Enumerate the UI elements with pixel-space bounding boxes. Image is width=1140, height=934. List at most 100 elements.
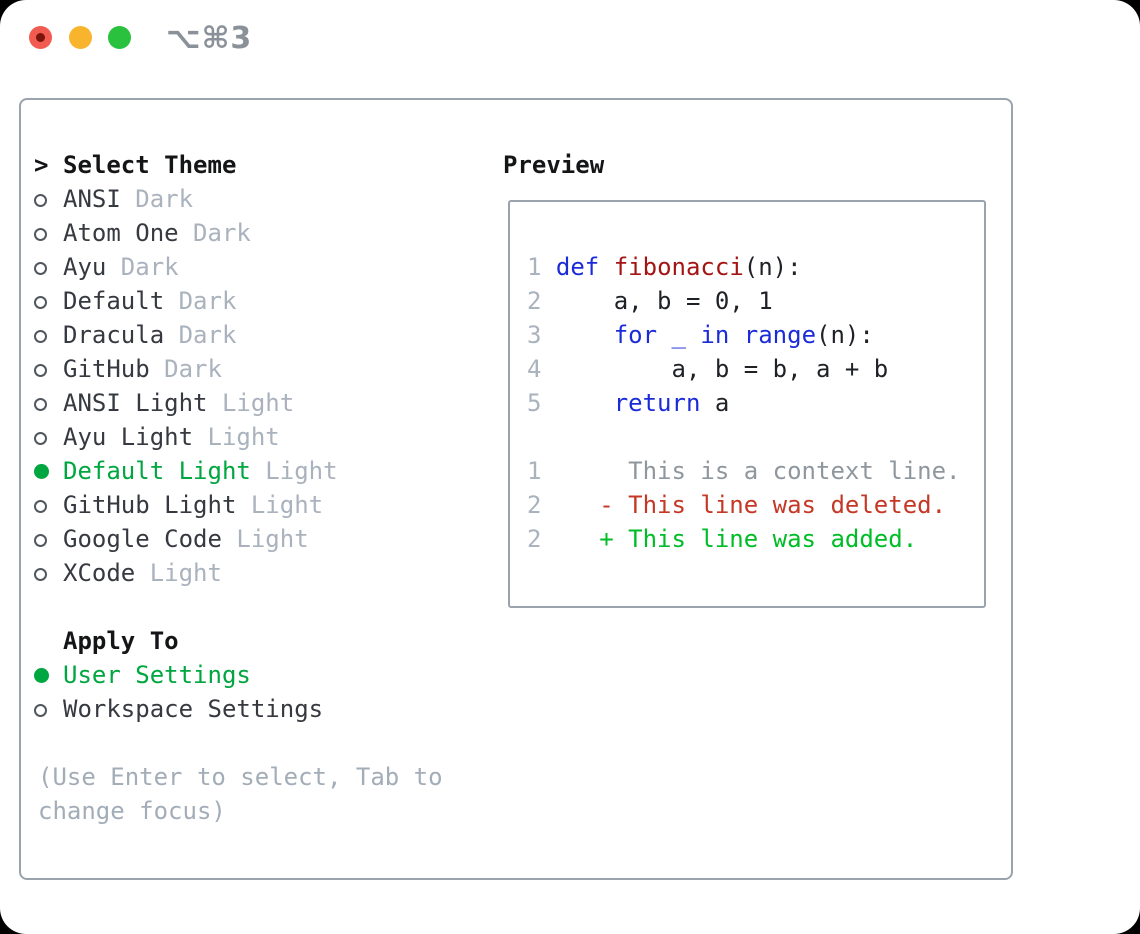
code-token: a, b = b, a + b	[555, 355, 889, 383]
code-line: 5 return a	[527, 386, 960, 420]
line-number: 2	[527, 287, 556, 315]
code-token: def	[555, 253, 600, 281]
preview-title: Preview	[503, 151, 605, 179]
radio-icon	[34, 250, 63, 284]
theme-variant: Dark	[164, 287, 237, 315]
apply-option-label: User Settings	[63, 661, 251, 689]
line-number: 2	[527, 525, 556, 553]
code-token	[599, 253, 613, 281]
window-title-shortcut: ⌥⌘3	[166, 21, 253, 56]
theme-name: Dracula	[63, 321, 165, 349]
code-line: 1 This is a context line.	[527, 454, 960, 488]
code-token: - This line was deleted.	[555, 491, 947, 519]
code-token: a, b = 0, 1	[555, 287, 773, 315]
theme-name: Atom One	[63, 219, 179, 247]
theme-option-ansi-light[interactable]: ANSI Light Light	[34, 386, 294, 420]
radio-selected-icon	[34, 454, 63, 488]
code-token	[556, 321, 614, 349]
apply-to-header: Apply To	[63, 627, 179, 655]
code-token: a	[700, 389, 730, 417]
theme-variant: Light	[207, 389, 295, 417]
code-token: fibonacci	[613, 253, 744, 281]
select-theme-header: > Select Theme	[34, 148, 236, 182]
code-token	[729, 321, 743, 349]
theme-option-ayu-light[interactable]: Ayu Light Light	[34, 420, 280, 454]
theme-name: Default	[63, 287, 165, 315]
theme-variant: Light	[221, 525, 309, 553]
theme-variant: Light	[193, 423, 280, 451]
theme-name: Default Light	[63, 457, 251, 485]
code-line: 2 - This line was deleted.	[527, 488, 960, 522]
theme-option-google-code[interactable]: Google Code Light	[34, 522, 309, 556]
apply-option-label: Workspace Settings	[63, 695, 324, 723]
zoom-button[interactable]	[108, 26, 131, 49]
theme-name: Ayu	[63, 253, 107, 281]
line-number: 2	[527, 491, 556, 519]
theme-variant: Light	[135, 559, 222, 587]
theme-variant: Dark	[178, 219, 251, 247]
apply-option-workspace-settings[interactable]: Workspace Settings	[34, 692, 323, 726]
code-token: _	[671, 321, 686, 349]
code-line: 4 a, b = b, a + b	[527, 352, 960, 386]
code-token: for	[613, 321, 658, 349]
code-token: (n):	[816, 321, 874, 349]
theme-name: Google Code	[63, 525, 222, 553]
close-button[interactable]	[29, 26, 52, 49]
theme-option-ayu[interactable]: Ayu Dark	[34, 250, 179, 284]
close-dot-icon	[36, 33, 45, 42]
radio-selected-icon	[34, 658, 63, 692]
line-number: 1	[527, 457, 556, 485]
radio-icon	[34, 522, 63, 556]
code-token: in	[700, 321, 730, 349]
radio-icon	[34, 420, 63, 454]
radio-icon	[34, 692, 63, 726]
radio-icon	[34, 488, 63, 522]
apply-option-user-settings[interactable]: User Settings	[34, 658, 251, 692]
theme-variant: Light	[250, 457, 338, 485]
code-line: 2 a, b = 0, 1	[527, 284, 960, 318]
radio-icon	[34, 318, 63, 352]
line-number: 4	[527, 355, 556, 383]
theme-variant: Dark	[120, 185, 194, 213]
preview-box	[508, 200, 986, 608]
theme-name: ANSI Light	[63, 389, 208, 417]
theme-option-default[interactable]: Default Dark	[34, 284, 236, 318]
radio-icon	[34, 182, 63, 216]
theme-option-dracula[interactable]: Dracula Dark	[34, 318, 236, 352]
code-token: return	[613, 389, 701, 417]
theme-variant: Light	[236, 491, 324, 519]
code-line: 1 def fibonacci(n):	[527, 250, 960, 284]
theme-name: Ayu Light	[63, 423, 194, 451]
theme-option-xcode[interactable]: XCode Light	[34, 556, 222, 590]
theme-variant: Dark	[106, 253, 179, 281]
radio-icon	[34, 386, 63, 420]
theme-option-atom-one[interactable]: Atom One Dark	[34, 216, 251, 250]
radio-icon	[34, 352, 63, 386]
theme-option-ansi[interactable]: ANSI Dark	[34, 182, 193, 216]
minimize-button[interactable]	[68, 26, 92, 49]
code-token: + This line was added.	[555, 525, 918, 553]
theme-name: GitHub	[63, 355, 150, 383]
theme-variant: Dark	[149, 355, 222, 383]
theme-name: GitHub Light	[63, 491, 237, 519]
title-bar: ⌥⌘3	[0, 0, 1140, 76]
code-token: This is a context line.	[555, 457, 961, 485]
code-token: range	[743, 321, 817, 349]
theme-variant: Dark	[164, 321, 237, 349]
code-token	[686, 321, 700, 349]
code-token	[657, 321, 671, 349]
line-number: 1	[527, 253, 556, 281]
radio-icon	[34, 216, 63, 250]
theme-name: ANSI	[63, 185, 121, 213]
focus-chevron-icon: >	[34, 151, 49, 179]
theme-option-github-light[interactable]: GitHub Light Light	[34, 488, 323, 522]
theme-option-default-light[interactable]: Default Light Light	[34, 454, 338, 488]
code-line	[527, 420, 960, 454]
radio-icon	[34, 556, 63, 590]
theme-option-github[interactable]: GitHub Dark	[34, 352, 222, 386]
radio-icon	[34, 284, 63, 318]
code-line: 2 + This line was added.	[527, 522, 960, 556]
line-number: 5	[527, 389, 556, 417]
